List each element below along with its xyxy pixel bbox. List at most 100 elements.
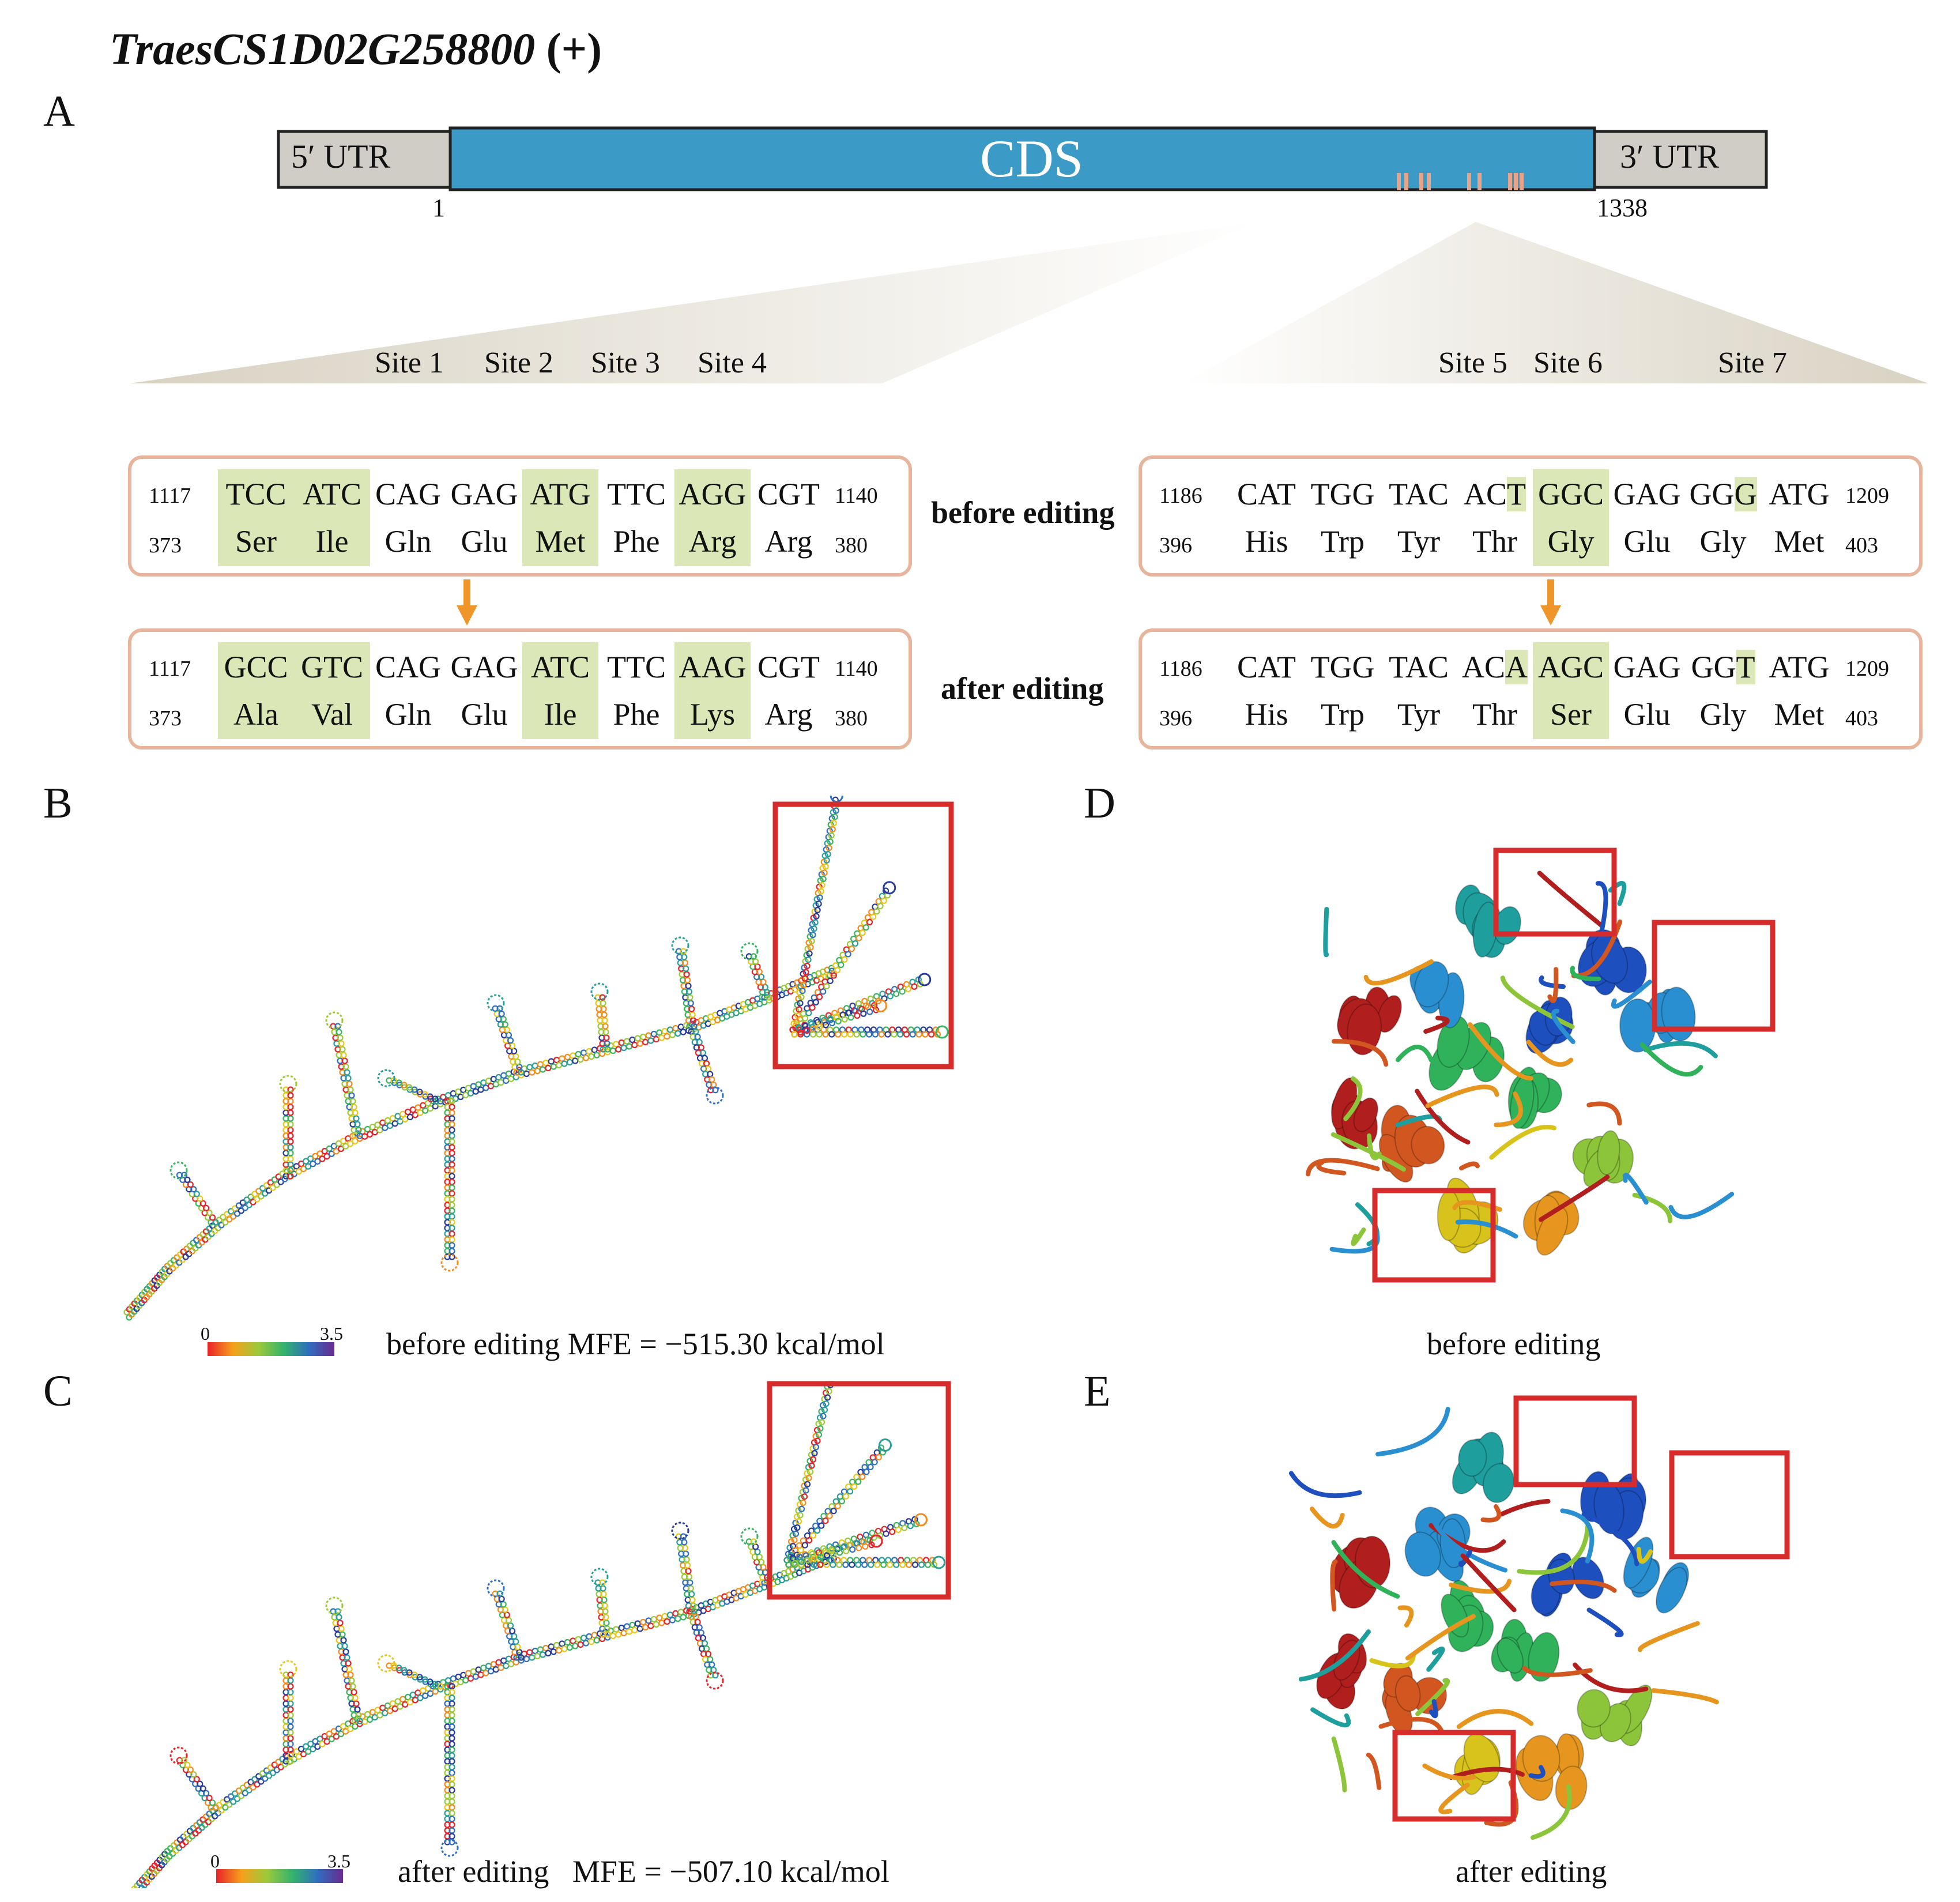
amino-acid-cell: Met xyxy=(1774,697,1825,732)
codon-cell: GAG xyxy=(1613,650,1681,684)
cds-start-position: 1 xyxy=(432,194,445,222)
nt-start-number: 1117 xyxy=(149,657,191,681)
amino-acid-cell: Arg xyxy=(764,697,813,732)
cds-label: CDS xyxy=(980,129,1083,188)
highlight-box xyxy=(1493,848,1617,937)
amino-acid-cell: Gln xyxy=(385,697,432,732)
codon-cell: TGG xyxy=(1310,477,1375,511)
amino-acid-cell: Trp xyxy=(1320,524,1365,559)
codon-cell: TCC xyxy=(218,469,294,519)
gene-title: TraesCS1D02G258800 (+) xyxy=(110,23,602,75)
nt-end-number: 1209 xyxy=(1845,484,1889,508)
codon-cell: GAG xyxy=(450,477,518,511)
codon-cell: GGT xyxy=(1691,650,1755,684)
amino-acid-cell: Tyr xyxy=(1397,697,1441,732)
codon-cell: ACA xyxy=(1461,650,1528,684)
nt-start-number: 1186 xyxy=(1159,484,1203,508)
codon-cell: ATG xyxy=(1769,650,1830,684)
state-label-after: after editing xyxy=(941,671,1104,706)
amino-acid-cell: Met xyxy=(1774,524,1825,559)
amino-acid-cell: Ser xyxy=(218,517,294,566)
arrow-left xyxy=(457,579,477,626)
nt-start-number: 1117 xyxy=(149,484,191,508)
scale-max-after: 3.5 xyxy=(327,1851,350,1871)
scale-max-before: 3.5 xyxy=(320,1323,343,1344)
amino-acid-cell: Glu xyxy=(1623,524,1671,559)
codon-cell: GAG xyxy=(1613,477,1681,511)
nt-start-number: 1186 xyxy=(1159,657,1203,681)
amino-acid-cell: Gly xyxy=(1699,697,1747,732)
codon-cell: TTC xyxy=(607,650,666,684)
aa-start-number: 373 xyxy=(149,533,182,558)
aa-start-number: 396 xyxy=(1159,706,1192,730)
codon-cell: ATG xyxy=(522,469,598,519)
amino-acid-cell: Trp xyxy=(1320,697,1365,732)
amino-acid-cell: Phe xyxy=(613,524,660,559)
utr3-label: 3′ UTR xyxy=(1620,138,1720,175)
site-label-5: Site 5 xyxy=(1438,346,1507,379)
mfe-after: after editing MFE = −507.10 kcal/mol xyxy=(398,1854,889,1889)
strand-label: (+) xyxy=(546,24,602,74)
codon-cell: AGG xyxy=(674,469,751,519)
site-label-3: Site 3 xyxy=(591,346,660,379)
codon-cell: GGC xyxy=(1533,469,1609,519)
aa-end-number: 380 xyxy=(835,706,868,730)
panel-letter-d: D xyxy=(1084,779,1115,827)
codon-cell: GGG xyxy=(1689,477,1757,511)
color-scale-before xyxy=(208,1342,334,1356)
codon-cell: ATC xyxy=(522,642,598,692)
amino-acid-cell: Val xyxy=(294,690,370,739)
protein-label-after: after editing xyxy=(1456,1854,1607,1889)
nt-end-number: 1140 xyxy=(835,484,878,508)
codon-cell: CAT xyxy=(1237,477,1296,511)
aa-start-number: 373 xyxy=(149,706,182,730)
panel-letter-e: E xyxy=(1084,1367,1111,1415)
amino-acid-cell: Glu xyxy=(461,697,508,732)
amino-acid-cell: Glu xyxy=(461,524,508,559)
protein-structure-before xyxy=(1306,848,1776,1283)
nt-end-number: 1140 xyxy=(835,657,878,681)
amino-acid-cell: Ala xyxy=(218,690,294,739)
nt-end-number: 1209 xyxy=(1845,657,1889,681)
amino-acid-cell: Gln xyxy=(385,524,432,559)
protein-label-before: before editing xyxy=(1427,1327,1601,1361)
panel-letter-b: B xyxy=(43,779,73,827)
codon-cell: CAG xyxy=(375,650,441,684)
codon-cell: TTC xyxy=(607,477,666,511)
highlight-box xyxy=(1372,1188,1496,1283)
site-label-2: Site 2 xyxy=(484,346,553,379)
amino-acid-cell: Ser xyxy=(1533,690,1609,739)
zoom-wedge-right xyxy=(1182,222,1928,383)
rna-structure-after xyxy=(131,1381,951,1888)
amino-acid-cell: Phe xyxy=(613,697,660,732)
state-label-before: before editing xyxy=(931,495,1115,530)
codon-cell: CAG xyxy=(375,477,441,511)
codon-cell: GCC xyxy=(218,642,294,692)
codon-cell: AGC xyxy=(1533,642,1609,692)
aa-end-number: 403 xyxy=(1845,706,1878,730)
amino-acid-cell: Lys xyxy=(674,690,751,739)
site-label-1: Site 1 xyxy=(375,346,444,379)
codon-cell: TAC xyxy=(1389,650,1449,684)
amino-acid-cell: Glu xyxy=(1623,697,1671,732)
protein-structure-after xyxy=(1288,1395,1790,1840)
codon-cell: CGT xyxy=(757,477,820,511)
site-label-6: Site 6 xyxy=(1533,346,1603,379)
codon-cell: TGG xyxy=(1310,650,1375,684)
aa-start-number: 396 xyxy=(1159,533,1192,558)
rna-structure-before xyxy=(123,796,954,1321)
mfe-before: before editing MFE = −515.30 kcal/mol xyxy=(386,1327,885,1361)
panel-letter-c: C xyxy=(43,1367,73,1415)
amino-acid-cell: His xyxy=(1245,697,1288,732)
scale-min-before: 0 xyxy=(201,1323,210,1344)
amino-acid-cell: Arg xyxy=(764,524,813,559)
codon-cell: TAC xyxy=(1389,477,1449,511)
codon-cell: CGT xyxy=(757,650,820,684)
codon-cell: ATC xyxy=(294,469,370,519)
amino-acid-cell: Gly xyxy=(1533,517,1609,566)
zoom-wedge-left xyxy=(130,222,1257,383)
